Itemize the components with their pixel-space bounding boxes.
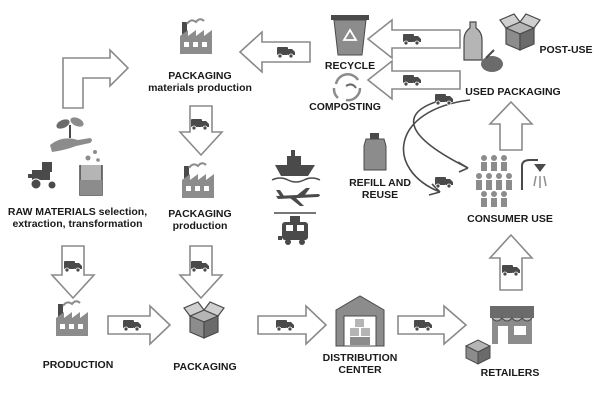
factory-icon xyxy=(179,18,213,55)
distribution-center-label: DISTRIBUTION CENTER xyxy=(322,352,398,376)
consumer-use-label: CONSUMER USE xyxy=(467,213,553,225)
compost-icon xyxy=(332,73,362,102)
arrow-retailers-to-consumer-use xyxy=(488,233,534,291)
plane-icon xyxy=(276,188,320,206)
transport-legend xyxy=(271,150,321,245)
truck-icon xyxy=(434,176,454,189)
bottle-icon xyxy=(363,133,387,171)
production-label: PRODUCTION xyxy=(42,359,114,371)
arrow-raw-to-packaging-materials xyxy=(62,48,130,109)
ship-icon xyxy=(271,150,321,183)
arrow-recycle-to-packaging-materials xyxy=(238,30,311,74)
arrow-packaging-production-to-packaging xyxy=(178,245,224,300)
arrow-raw-to-production xyxy=(50,245,96,300)
composting-label: COMPOSTING xyxy=(309,101,381,113)
raw-materials-label: RAW MATERIALS selection, extraction, tra… xyxy=(7,206,148,230)
flow-arrows xyxy=(50,18,534,346)
recycle-label: RECYCLE xyxy=(324,60,376,72)
packaging-materials-label: PACKAGING materials production xyxy=(148,70,252,94)
raw-materials-icon xyxy=(28,117,103,196)
people-shower-icon xyxy=(476,155,547,207)
packaging-label: PACKAGING xyxy=(173,361,237,373)
store-icon xyxy=(464,306,534,365)
used-packaging-label: USED PACKAGING xyxy=(465,86,561,98)
box-icon xyxy=(183,301,225,339)
people-icon xyxy=(476,155,512,207)
factory-icon xyxy=(55,300,89,337)
post-use-label: POST-USE xyxy=(539,44,593,56)
warehouse-icon xyxy=(335,295,385,347)
arrow-consumer-use-to-used-packaging xyxy=(488,100,534,151)
truck-icon xyxy=(434,93,454,106)
factory-icon xyxy=(181,162,215,199)
train-icon xyxy=(278,216,308,245)
refill-reuse-label: REFILL AND REUSE xyxy=(349,177,411,201)
retailers-label: RETAILERS xyxy=(480,367,540,379)
packaging-production-label: PACKAGING production xyxy=(168,208,232,232)
shower-icon xyxy=(521,159,547,190)
used-packaging-icon xyxy=(463,21,503,72)
recycle-bin-icon xyxy=(331,15,369,56)
arrow-packaging-materials-to-packaging-production xyxy=(178,105,224,157)
